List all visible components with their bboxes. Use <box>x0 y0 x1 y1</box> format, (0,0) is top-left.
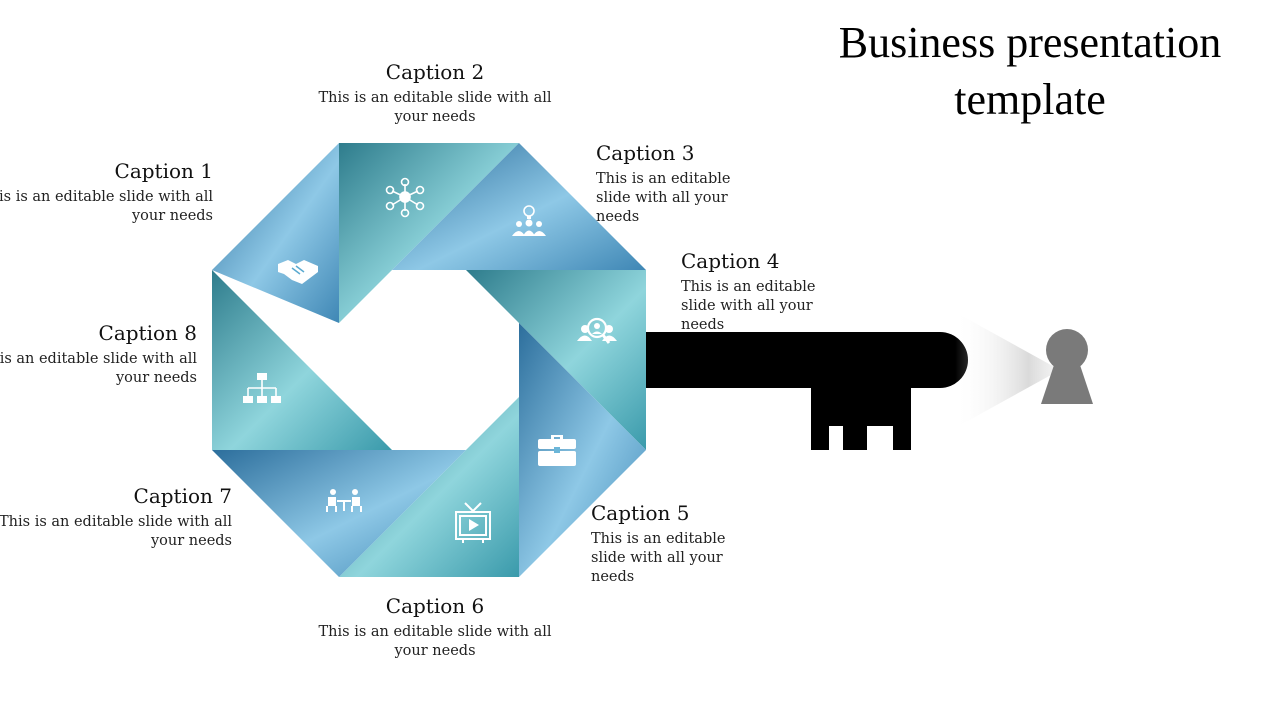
caption-title: Caption 1 <box>114 159 213 183</box>
caption-body: This is an editable slide with all your … <box>596 171 731 225</box>
caption-title: Caption 2 <box>385 60 485 84</box>
briefcase-icon <box>538 435 576 466</box>
caption-body: This is an editable slide with all your … <box>0 514 232 549</box>
caption-body: This is an editable slide with all your … <box>318 624 552 659</box>
caption-body: This is an editable slide with all your … <box>591 531 726 585</box>
caption-title: Caption 5 <box>591 501 690 525</box>
caption-title: Caption 6 <box>385 594 485 618</box>
caption-6: Caption 6 This is an editable slide with… <box>315 593 555 661</box>
handshake-icon <box>278 260 318 284</box>
keyhole-icon <box>1041 329 1093 404</box>
caption-title: Caption 8 <box>98 321 197 345</box>
page-title: Business presentation template <box>838 18 1222 124</box>
caption-body: This is an editable slide with all your … <box>0 189 213 224</box>
caption-body: This is an editable slide with all your … <box>681 279 816 333</box>
segment-7 <box>212 450 466 577</box>
team-idea-icon <box>512 205 546 236</box>
tv-play-icon <box>455 502 491 543</box>
caption-2: Caption 2 This is an editable slide with… <box>315 59 555 127</box>
meeting-icon <box>326 489 362 512</box>
light-beam <box>955 312 1060 428</box>
caption-8: Caption 8 This is an editable slide with… <box>0 320 197 388</box>
key-bit <box>811 386 911 450</box>
network-icon <box>385 177 425 218</box>
segment-5 <box>519 323 646 577</box>
caption-3: Caption 3 This is an editable slide with… <box>596 140 766 227</box>
caption-1: Caption 1 This is an editable slide with… <box>0 158 213 226</box>
caption-title: Caption 3 <box>596 141 695 165</box>
caption-5: Caption 5 This is an editable slide with… <box>591 500 761 587</box>
caption-title: Caption 4 <box>681 249 780 273</box>
caption-title: Caption 7 <box>133 484 232 508</box>
key-shaft <box>646 332 968 450</box>
segment-3 <box>392 143 646 270</box>
caption-7: Caption 7 This is an editable slide with… <box>0 483 232 551</box>
user-search-icon <box>577 317 617 344</box>
caption-4: Caption 4 This is an editable slide with… <box>681 248 851 335</box>
segment-8 <box>212 270 392 450</box>
org-chart-icon <box>243 373 281 403</box>
caption-body: This is an editable slide with all your … <box>0 351 197 386</box>
caption-body: This is an editable slide with all your … <box>318 90 552 125</box>
